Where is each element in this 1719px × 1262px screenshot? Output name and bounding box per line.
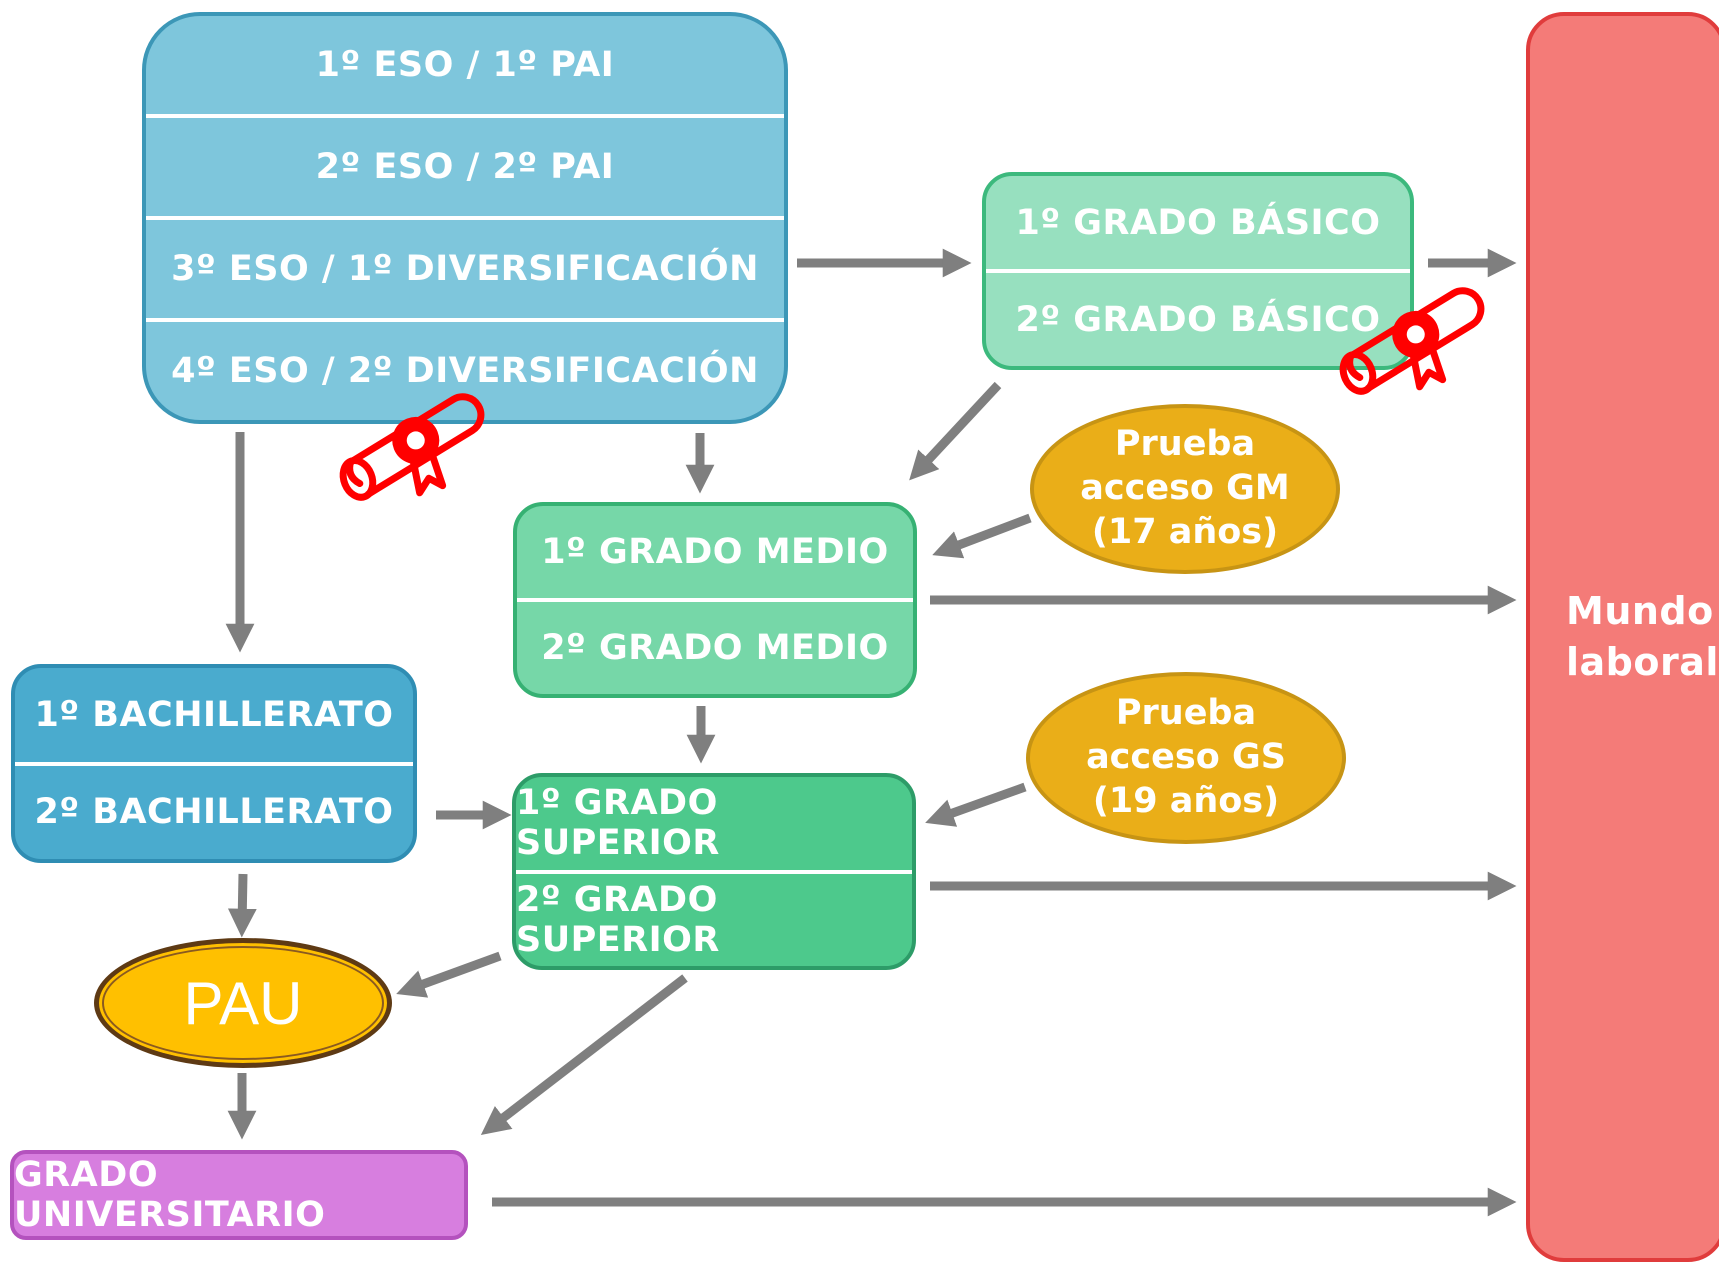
arrow-basico-to-medio — [909, 381, 1002, 481]
prueba-gm-line-1: Prueba — [1114, 424, 1256, 465]
prueba-gm-line-2: acceso GM — [1080, 468, 1290, 509]
separator — [146, 216, 784, 220]
separator — [986, 269, 1410, 273]
mundo-laboral-line-1: Mundo — [1566, 588, 1714, 633]
pau-label: PAU — [183, 969, 303, 1037]
eso-row-4: 4º ESO / 2º DIVERSIFICACIÓN — [171, 351, 759, 391]
arrow-superior-to-pau — [396, 951, 502, 998]
eso-block: 1º ESO / 1º PAI 2º ESO / 2º PAI 3º ESO /… — [142, 12, 788, 424]
eso-row-1: 1º ESO / 1º PAI — [315, 45, 615, 85]
eso-row-3: 3º ESO / 1º DIVERSIFICACIÓN — [171, 249, 759, 289]
grado-basico-row-1: 1º GRADO BÁSICO — [1015, 202, 1381, 243]
grado-medio-block: 1º GRADO MEDIO 2º GRADO MEDIO — [513, 502, 917, 698]
pau-oval: PAU — [94, 938, 392, 1068]
arrow-superior-to-universidad — [480, 974, 688, 1136]
bachillerato-row-2: 2º BACHILLERATO — [34, 792, 394, 833]
separator — [516, 869, 912, 874]
grado-basico-row-2: 2º GRADO BÁSICO — [1015, 299, 1381, 340]
grado-universitario-block: GRADO UNIVERSITARIO — [10, 1150, 468, 1240]
grado-universitario-label: GRADO UNIVERSITARIO — [14, 1155, 326, 1235]
separator — [146, 318, 784, 322]
prueba-gs-line-2: acceso GS — [1086, 737, 1286, 778]
mundo-laboral-line-2: laboral — [1566, 640, 1719, 684]
separator — [15, 761, 413, 766]
grado-medio-row-2: 2º GRADO MEDIO — [541, 628, 889, 668]
mundo-laboral-label: Mundo laboral — [1530, 16, 1719, 1258]
grado-superior-row-1: 1º GRADO SUPERIOR — [516, 783, 720, 864]
separator — [517, 598, 913, 602]
bachillerato-block: 1º BACHILLERATO 2º BACHILLERATO — [11, 664, 417, 863]
prueba-gm-line-3: (17 años) — [1091, 511, 1279, 552]
bachillerato-row-1: 1º BACHILLERATO — [34, 694, 394, 735]
prueba-gs-line-3: (19 años) — [1092, 780, 1280, 821]
prueba-acceso-gm-oval: Prueba acceso GM (17 años) — [1030, 404, 1340, 574]
separator — [146, 114, 784, 118]
arrow-pruebagm-to-medio — [932, 513, 1032, 559]
arrow-pruebags-to-superior — [925, 782, 1027, 827]
prueba-gs-line-1: Prueba — [1115, 693, 1257, 734]
mundo-laboral-block: Mundo laboral — [1526, 12, 1719, 1262]
grado-superior-block: 1º GRADO SUPERIOR 2º GRADO SUPERIOR — [512, 773, 916, 970]
grado-medio-row-1: 1º GRADO MEDIO — [541, 532, 889, 572]
prueba-acceso-gs-oval: Prueba acceso GS (19 años) — [1026, 672, 1346, 844]
grado-basico-block: 1º GRADO BÁSICO 2º GRADO BÁSICO — [982, 172, 1414, 370]
arrow-bachillerato-to-pau — [227, 873, 257, 938]
grado-superior-row-2: 2º GRADO SUPERIOR — [516, 879, 720, 960]
eso-row-2: 2º ESO / 2º PAI — [315, 147, 615, 187]
